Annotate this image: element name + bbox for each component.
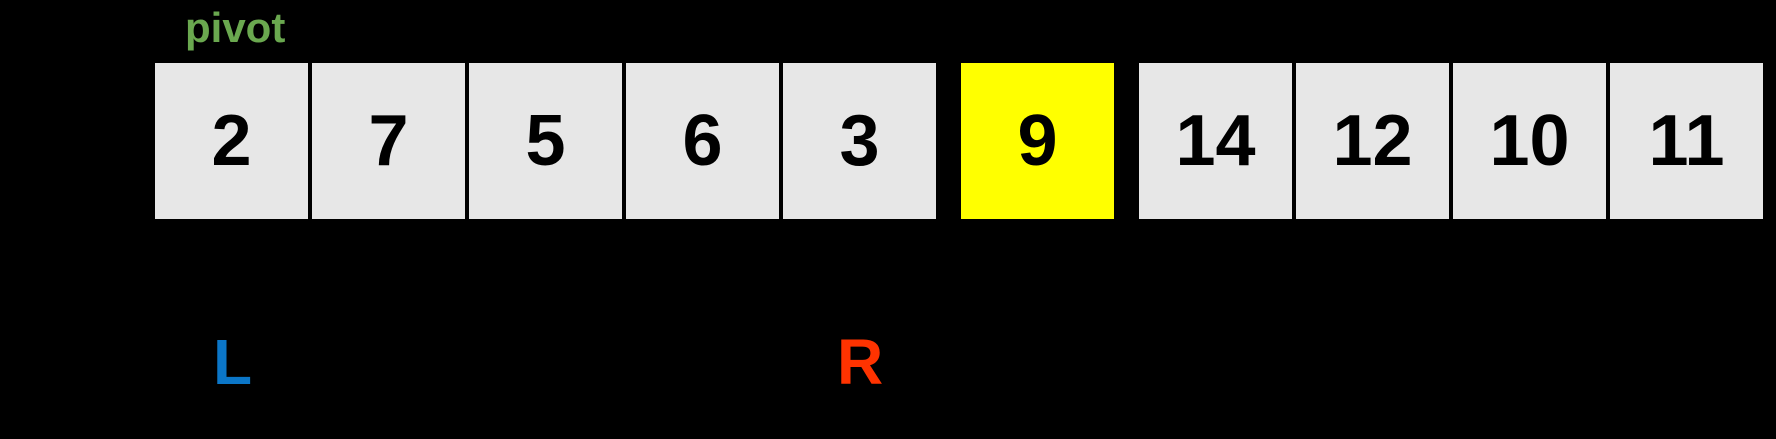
array-cell: 14 (1139, 63, 1292, 219)
array-cell: 12 (1296, 63, 1449, 219)
pivot-label: pivot (185, 4, 286, 51)
array-cell: 2 (155, 63, 308, 219)
array-cell: 11 (1610, 63, 1763, 219)
right-pointer-label: R (837, 326, 884, 398)
array-cell-pivot: 9 (961, 63, 1114, 219)
array-cell: 10 (1453, 63, 1606, 219)
array-cell: 6 (626, 63, 779, 219)
array-row: 2 7 5 6 3 9 14 12 10 11 (155, 63, 1763, 219)
array-cell: 5 (469, 63, 622, 219)
array-cell: 7 (312, 63, 465, 219)
left-pointer-label: L (213, 326, 253, 398)
array-cell: 3 (783, 63, 936, 219)
